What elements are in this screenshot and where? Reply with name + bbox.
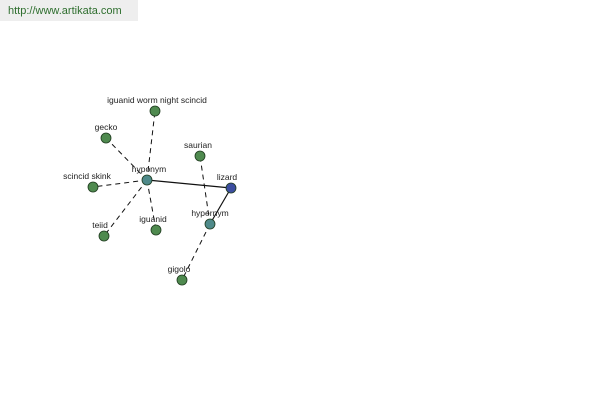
root-node-circle[interactable] — [225, 182, 237, 194]
word-node-circle[interactable] — [100, 132, 112, 144]
node-teiid[interactable]: teiid — [92, 220, 110, 242]
node-gecko[interactable]: gecko — [95, 122, 118, 144]
word-node-circle[interactable] — [87, 181, 99, 193]
node-label: iguanid worm night scincid — [107, 95, 207, 105]
node-lizard[interactable]: lizard — [217, 172, 238, 194]
node-label: lizard — [217, 172, 238, 182]
edge-hyponym-teiid — [103, 179, 148, 237]
node-label: gecko — [95, 122, 118, 132]
relation-node-circle[interactable] — [141, 174, 153, 186]
node-gigolo[interactable]: gigolo — [168, 264, 191, 286]
node-hyponym[interactable]: hyponym — [132, 164, 167, 186]
word-node-circle[interactable] — [149, 105, 161, 117]
edge-hyponym-scincid-skink — [92, 179, 148, 188]
edge-hyponym-gecko — [105, 137, 148, 181]
node-label: teiid — [92, 220, 108, 230]
edge-hypernym-saurian — [199, 155, 211, 225]
node-scincid-skink[interactable]: scincid skink — [63, 171, 112, 193]
word-node-circle[interactable] — [98, 230, 110, 242]
node-iguanid-worm-night-scincid[interactable]: iguanid worm night scincid — [107, 95, 207, 117]
graph-edges — [92, 110, 232, 281]
word-node-circle[interactable] — [194, 150, 206, 162]
node-label: saurian — [184, 140, 212, 150]
node-label: hypernym — [191, 208, 228, 218]
node-label: gigolo — [168, 264, 191, 274]
url-bar: http://www.artikata.com — [0, 0, 138, 21]
edge-hypernym-gigolo — [181, 223, 211, 281]
node-label: hyponym — [132, 164, 167, 174]
node-saurian[interactable]: saurian — [184, 140, 212, 162]
edge-lizard-hypernym — [209, 187, 232, 225]
word-node-circle[interactable] — [176, 274, 188, 286]
node-label: scincid skink — [63, 171, 111, 181]
node-hypernym[interactable]: hypernym — [191, 208, 229, 230]
edge-lizard-hyponym — [146, 179, 232, 189]
word-node-circle[interactable] — [150, 224, 162, 236]
graph-nodes: iguanid worm night scincid gecko scincid s… — [63, 95, 238, 286]
node-label: iguanid — [139, 214, 167, 224]
relation-node-circle[interactable] — [204, 218, 216, 230]
site-url-link[interactable]: http://www.artikata.com — [8, 5, 122, 17]
edge-hyponym-iguanid-worm-night-scincid — [146, 110, 156, 181]
node-iguanid[interactable]: iguanid — [139, 214, 167, 236]
